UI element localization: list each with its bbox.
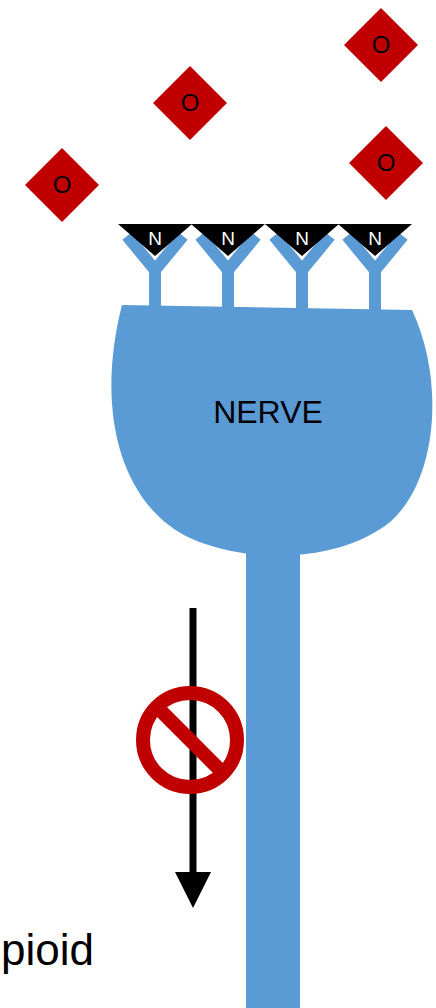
prohibition-sign (143, 693, 237, 787)
receptor-triangle: N (338, 224, 412, 256)
diamond-fill (349, 126, 423, 200)
prohibition-slash (158, 708, 222, 772)
node-text: N (295, 229, 309, 248)
nerve-body: NERVE (100, 300, 436, 560)
diamond-fill (153, 66, 227, 140)
node-text: O (181, 91, 200, 115)
diamond-fill (25, 148, 99, 222)
node-text: N (368, 229, 382, 248)
receptor-triangle: N (118, 224, 192, 256)
tri-fill (191, 224, 265, 256)
tri-fill (265, 224, 339, 256)
node-text: N (221, 229, 235, 248)
body-shape (100, 300, 436, 560)
tri-fill (338, 224, 412, 256)
axon (246, 520, 300, 1008)
receptor-triangle: N (265, 224, 339, 256)
opioid-diamond: O (344, 8, 418, 82)
opioid-diamond: O (25, 148, 99, 222)
receptors (127, 236, 403, 312)
diamond-fill (344, 8, 418, 82)
node-text: O (372, 33, 391, 57)
receptor-triangle: N (191, 224, 265, 256)
arrow-head (175, 872, 211, 908)
node-text: NERVE (213, 396, 323, 428)
body-fill (111, 305, 432, 556)
drug-label: pioid (1, 928, 94, 972)
opioid-diamond: O (153, 66, 227, 140)
node-text: O (377, 151, 396, 175)
tri-fill (118, 224, 192, 256)
node-text: O (53, 173, 72, 197)
node-text: N (148, 229, 162, 248)
opioid-diamond: O (349, 126, 423, 200)
